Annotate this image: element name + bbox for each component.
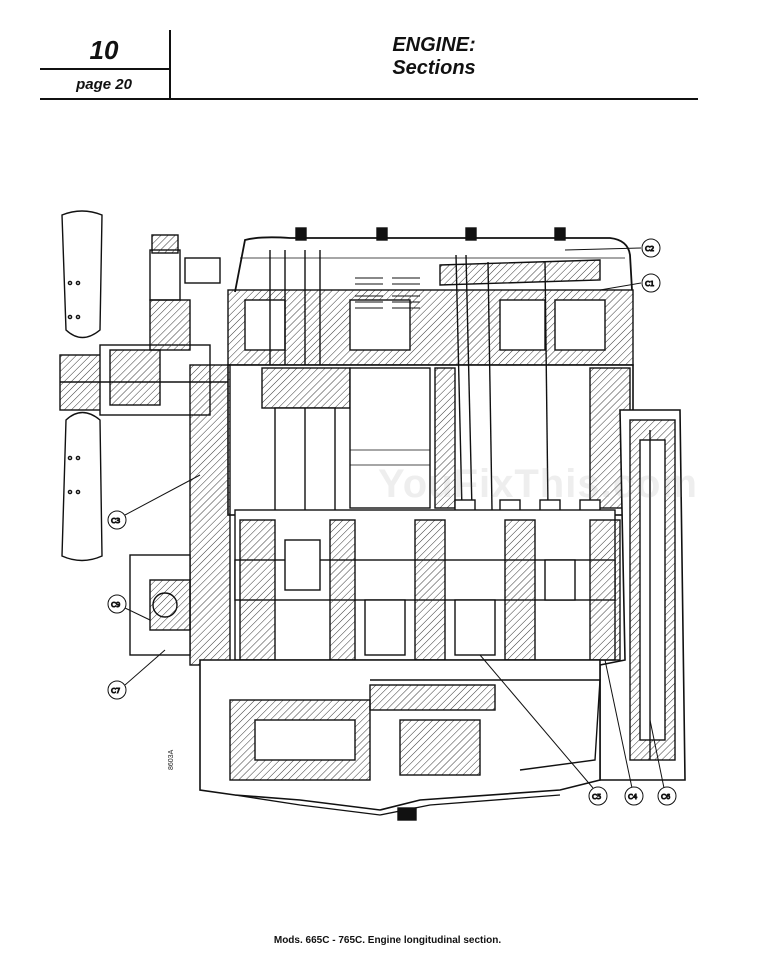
section-number: 10 xyxy=(89,35,119,65)
callout-c3-label: C3 xyxy=(111,517,120,525)
oil-sump xyxy=(199,659,601,821)
title-line-1: ENGINE: xyxy=(392,34,476,56)
callout-c5-label: C5 xyxy=(592,793,601,801)
callout-c4-label: C4 xyxy=(628,793,638,801)
callout-c6-label: C6 xyxy=(661,793,671,801)
callouts: C2 C1 C3 C9 C7 C5 C4 C6 xyxy=(107,238,677,806)
rocker-cover xyxy=(234,227,633,293)
fan-blade-lower xyxy=(61,411,103,562)
watermark: YouFixThis.com xyxy=(378,462,698,506)
header-rule-vertical xyxy=(169,30,171,100)
callout-c9 xyxy=(107,594,127,614)
header-rule-long xyxy=(40,98,698,100)
callout-c4 xyxy=(624,786,644,806)
callout-c7 xyxy=(107,680,127,700)
header-rule-short xyxy=(40,68,170,70)
figure-code: 8603A xyxy=(168,749,175,770)
callout-c1-label: C1 xyxy=(645,280,654,288)
callout-c5 xyxy=(588,786,608,806)
callout-c3 xyxy=(107,510,127,530)
figure-caption: Mods. 665C - 765C. Engine longitudinal s… xyxy=(273,935,502,946)
callout-c2-label: C2 xyxy=(645,245,654,253)
callout-c7-label: C7 xyxy=(111,687,120,695)
crankshaft xyxy=(234,509,621,661)
title-line-2: Sections xyxy=(392,57,476,79)
page-title: ENGINE: Sections xyxy=(170,34,698,80)
callout-c9-label: C9 xyxy=(111,601,120,609)
callout-c6 xyxy=(657,786,677,806)
page-label: page 20 xyxy=(76,76,132,93)
fan-blade-upper xyxy=(61,210,103,339)
callout-c2 xyxy=(641,238,661,258)
callout-c1 xyxy=(641,273,661,293)
cylinder-head xyxy=(227,250,634,366)
